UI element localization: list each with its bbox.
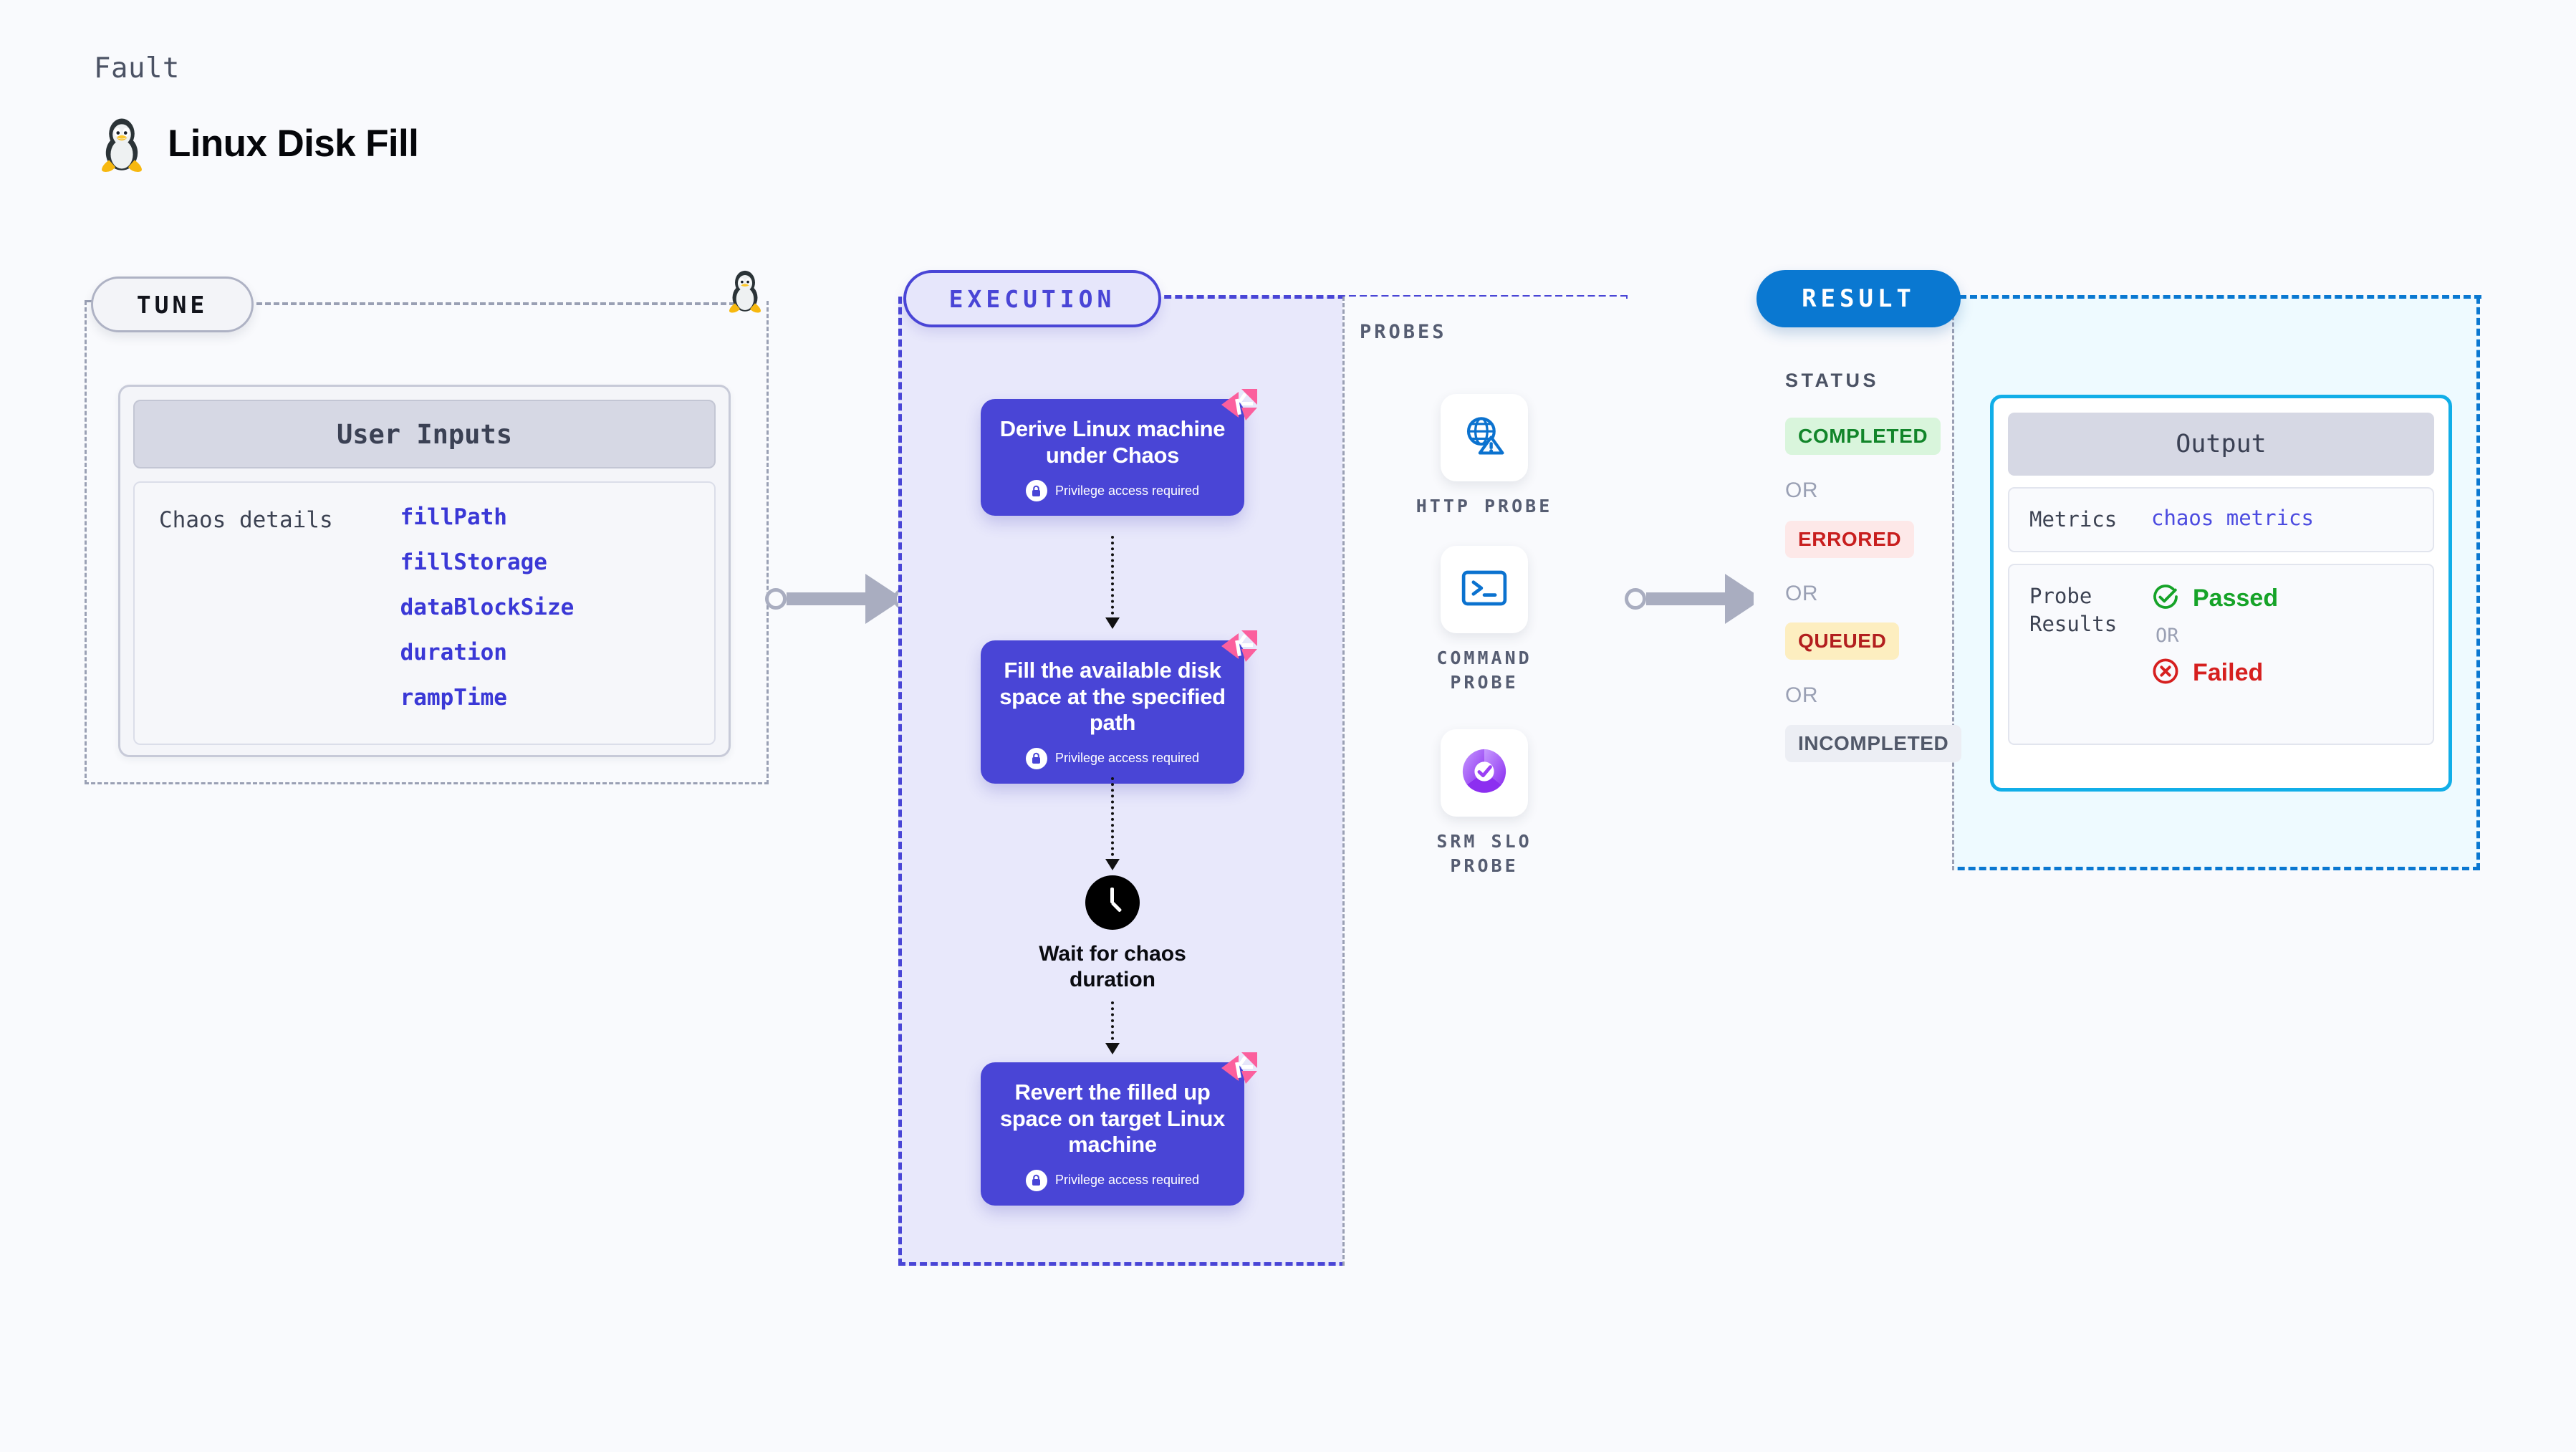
page-header: Linux Disk Fill <box>96 115 419 172</box>
status-badge-errored: ERRORED <box>1785 521 1915 558</box>
probe-label: SRM SLO PROBE <box>1436 831 1532 876</box>
flow-arrow-3 <box>1105 1043 1120 1054</box>
output-title: Output <box>2008 413 2434 476</box>
chaos-details-params: fillPath fillStorage dataBlockSize durat… <box>400 504 575 722</box>
arrow-shaft <box>1646 592 1726 605</box>
chaos-details-label: Chaos details <box>159 507 333 533</box>
clock-icon <box>1085 875 1140 930</box>
param-dataBlockSize[interactable]: dataBlockSize <box>400 595 575 620</box>
arrow-start-dot <box>765 588 787 610</box>
probe-srm-slo[interactable]: SRM SLO PROBE <box>1398 729 1570 878</box>
step-privilege-label: Privilege access required <box>1054 1173 1200 1188</box>
probe-result-failed: Failed <box>2151 657 2278 689</box>
linux-penguin-icon <box>96 115 148 172</box>
wait-node-label: Wait for chaos duration <box>1039 942 1186 991</box>
status-badge-incompleted: INCOMPLETED <box>1785 725 1962 762</box>
output-probe-results-row: Probe Results Passed OR <box>2008 564 2434 746</box>
passed-label: Passed <box>2193 585 2279 612</box>
globe-warning-icon <box>1461 413 1508 463</box>
execution-step-2[interactable]: Fill the available disk space at the spe… <box>981 630 1257 784</box>
result-region-top-edge <box>1959 295 2481 299</box>
step-title: Derive Linux machine under Chaos <box>999 416 1226 468</box>
step-privilege-note: Privilege access required <box>996 1169 1229 1191</box>
tune-to-execution-arrow <box>765 574 915 624</box>
chaos-ribbon-icon <box>1217 382 1260 428</box>
execution-step-1[interactable]: Derive Linux machine under Chaos Privile… <box>981 389 1257 516</box>
flow-line-2 <box>1111 777 1114 862</box>
slo-donut-check-icon <box>1460 747 1509 799</box>
tune-region <box>85 301 769 784</box>
page-eyebrow: Fault <box>94 52 180 85</box>
step-title: Revert the filled up space on target Lin… <box>999 1080 1226 1158</box>
param-fillPath[interactable]: fillPath <box>400 504 507 530</box>
probes-title: PROBES <box>1360 321 1447 343</box>
status-badge-queued: QUEUED <box>1785 622 1900 660</box>
arrow-shaft <box>787 592 867 605</box>
flow-line-1 <box>1111 536 1114 620</box>
execution-pill[interactable]: EXECUTION <box>903 270 1161 327</box>
probe-card <box>1441 394 1528 481</box>
arrow-start-dot <box>1625 588 1646 610</box>
chaos-ribbon-icon <box>1217 1045 1260 1092</box>
output-metrics-row: Metrics chaos metrics <box>2008 487 2434 553</box>
tune-connector-line <box>256 302 744 305</box>
user-inputs-body: Chaos details fillPath fillStorage dataB… <box>133 481 716 745</box>
execution-to-result-arrow <box>1625 574 1774 624</box>
lock-icon <box>1025 480 1047 502</box>
x-circle-icon <box>2151 657 2180 689</box>
step-privilege-label: Privilege access required <box>1054 483 1200 498</box>
output-probe-results-key: Probe Results <box>2029 584 2118 637</box>
status-or-3: OR <box>1785 683 1818 707</box>
terminal-icon <box>1461 567 1508 612</box>
lock-icon <box>1025 747 1047 769</box>
step-privilege-note: Privilege access required <box>996 480 1229 502</box>
step-title: Fill the available disk space at the spe… <box>999 658 1226 736</box>
output-metrics-value[interactable]: chaos metrics <box>2151 506 2314 530</box>
tune-pill[interactable]: TUNE <box>91 277 254 332</box>
probe-card <box>1441 729 1528 817</box>
probe-result-or: OR <box>2156 625 2179 648</box>
linux-penguin-node-icon <box>725 267 765 317</box>
probe-command[interactable]: COMMAND PROBE <box>1398 546 1570 695</box>
wait-for-chaos-duration-node: Wait for chaos duration <box>1012 875 1213 993</box>
status-or-2: OR <box>1785 582 1818 605</box>
probe-result-passed: Passed <box>2151 582 2278 615</box>
param-rampTime[interactable]: rampTime <box>400 685 507 711</box>
probe-card <box>1441 546 1528 633</box>
param-duration[interactable]: duration <box>400 640 507 665</box>
flow-arrow-1 <box>1105 617 1120 629</box>
failed-label: Failed <box>2193 659 2264 687</box>
status-title: STATUS <box>1785 370 1879 391</box>
tune-region-corner <box>85 300 93 302</box>
status-badge-completed: COMPLETED <box>1785 418 1941 455</box>
output-card: Output Metrics chaos metrics Probe Resul… <box>1990 395 2452 792</box>
result-pill[interactable]: RESULT <box>1756 270 1961 327</box>
step-privilege-label: Privilege access required <box>1054 751 1200 766</box>
param-fillStorage[interactable]: fillStorage <box>400 549 547 575</box>
user-inputs-card: User Inputs Chaos details fillPath fillS… <box>118 385 731 757</box>
status-or-1: OR <box>1785 479 1818 502</box>
probe-label: COMMAND PROBE <box>1436 648 1532 693</box>
page-title: Linux Disk Fill <box>168 122 419 165</box>
execution-step-3[interactable]: Revert the filled up space on target Lin… <box>981 1052 1257 1206</box>
flow-line-3 <box>1111 1001 1114 1046</box>
step-privilege-note: Privilege access required <box>996 747 1229 769</box>
user-inputs-title: User Inputs <box>133 400 716 468</box>
check-circle-icon <box>2151 582 2180 615</box>
lock-icon <box>1025 1169 1047 1191</box>
flow-arrow-2 <box>1105 859 1120 870</box>
probe-http[interactable]: HTTP PROBE <box>1398 394 1570 519</box>
output-metrics-key: Metrics <box>2029 507 2118 532</box>
probe-label: HTTP PROBE <box>1416 496 1553 516</box>
chaos-ribbon-icon <box>1217 623 1260 670</box>
status-column <box>1754 297 1954 870</box>
probe-results-values: Passed OR Failed <box>2151 582 2278 689</box>
